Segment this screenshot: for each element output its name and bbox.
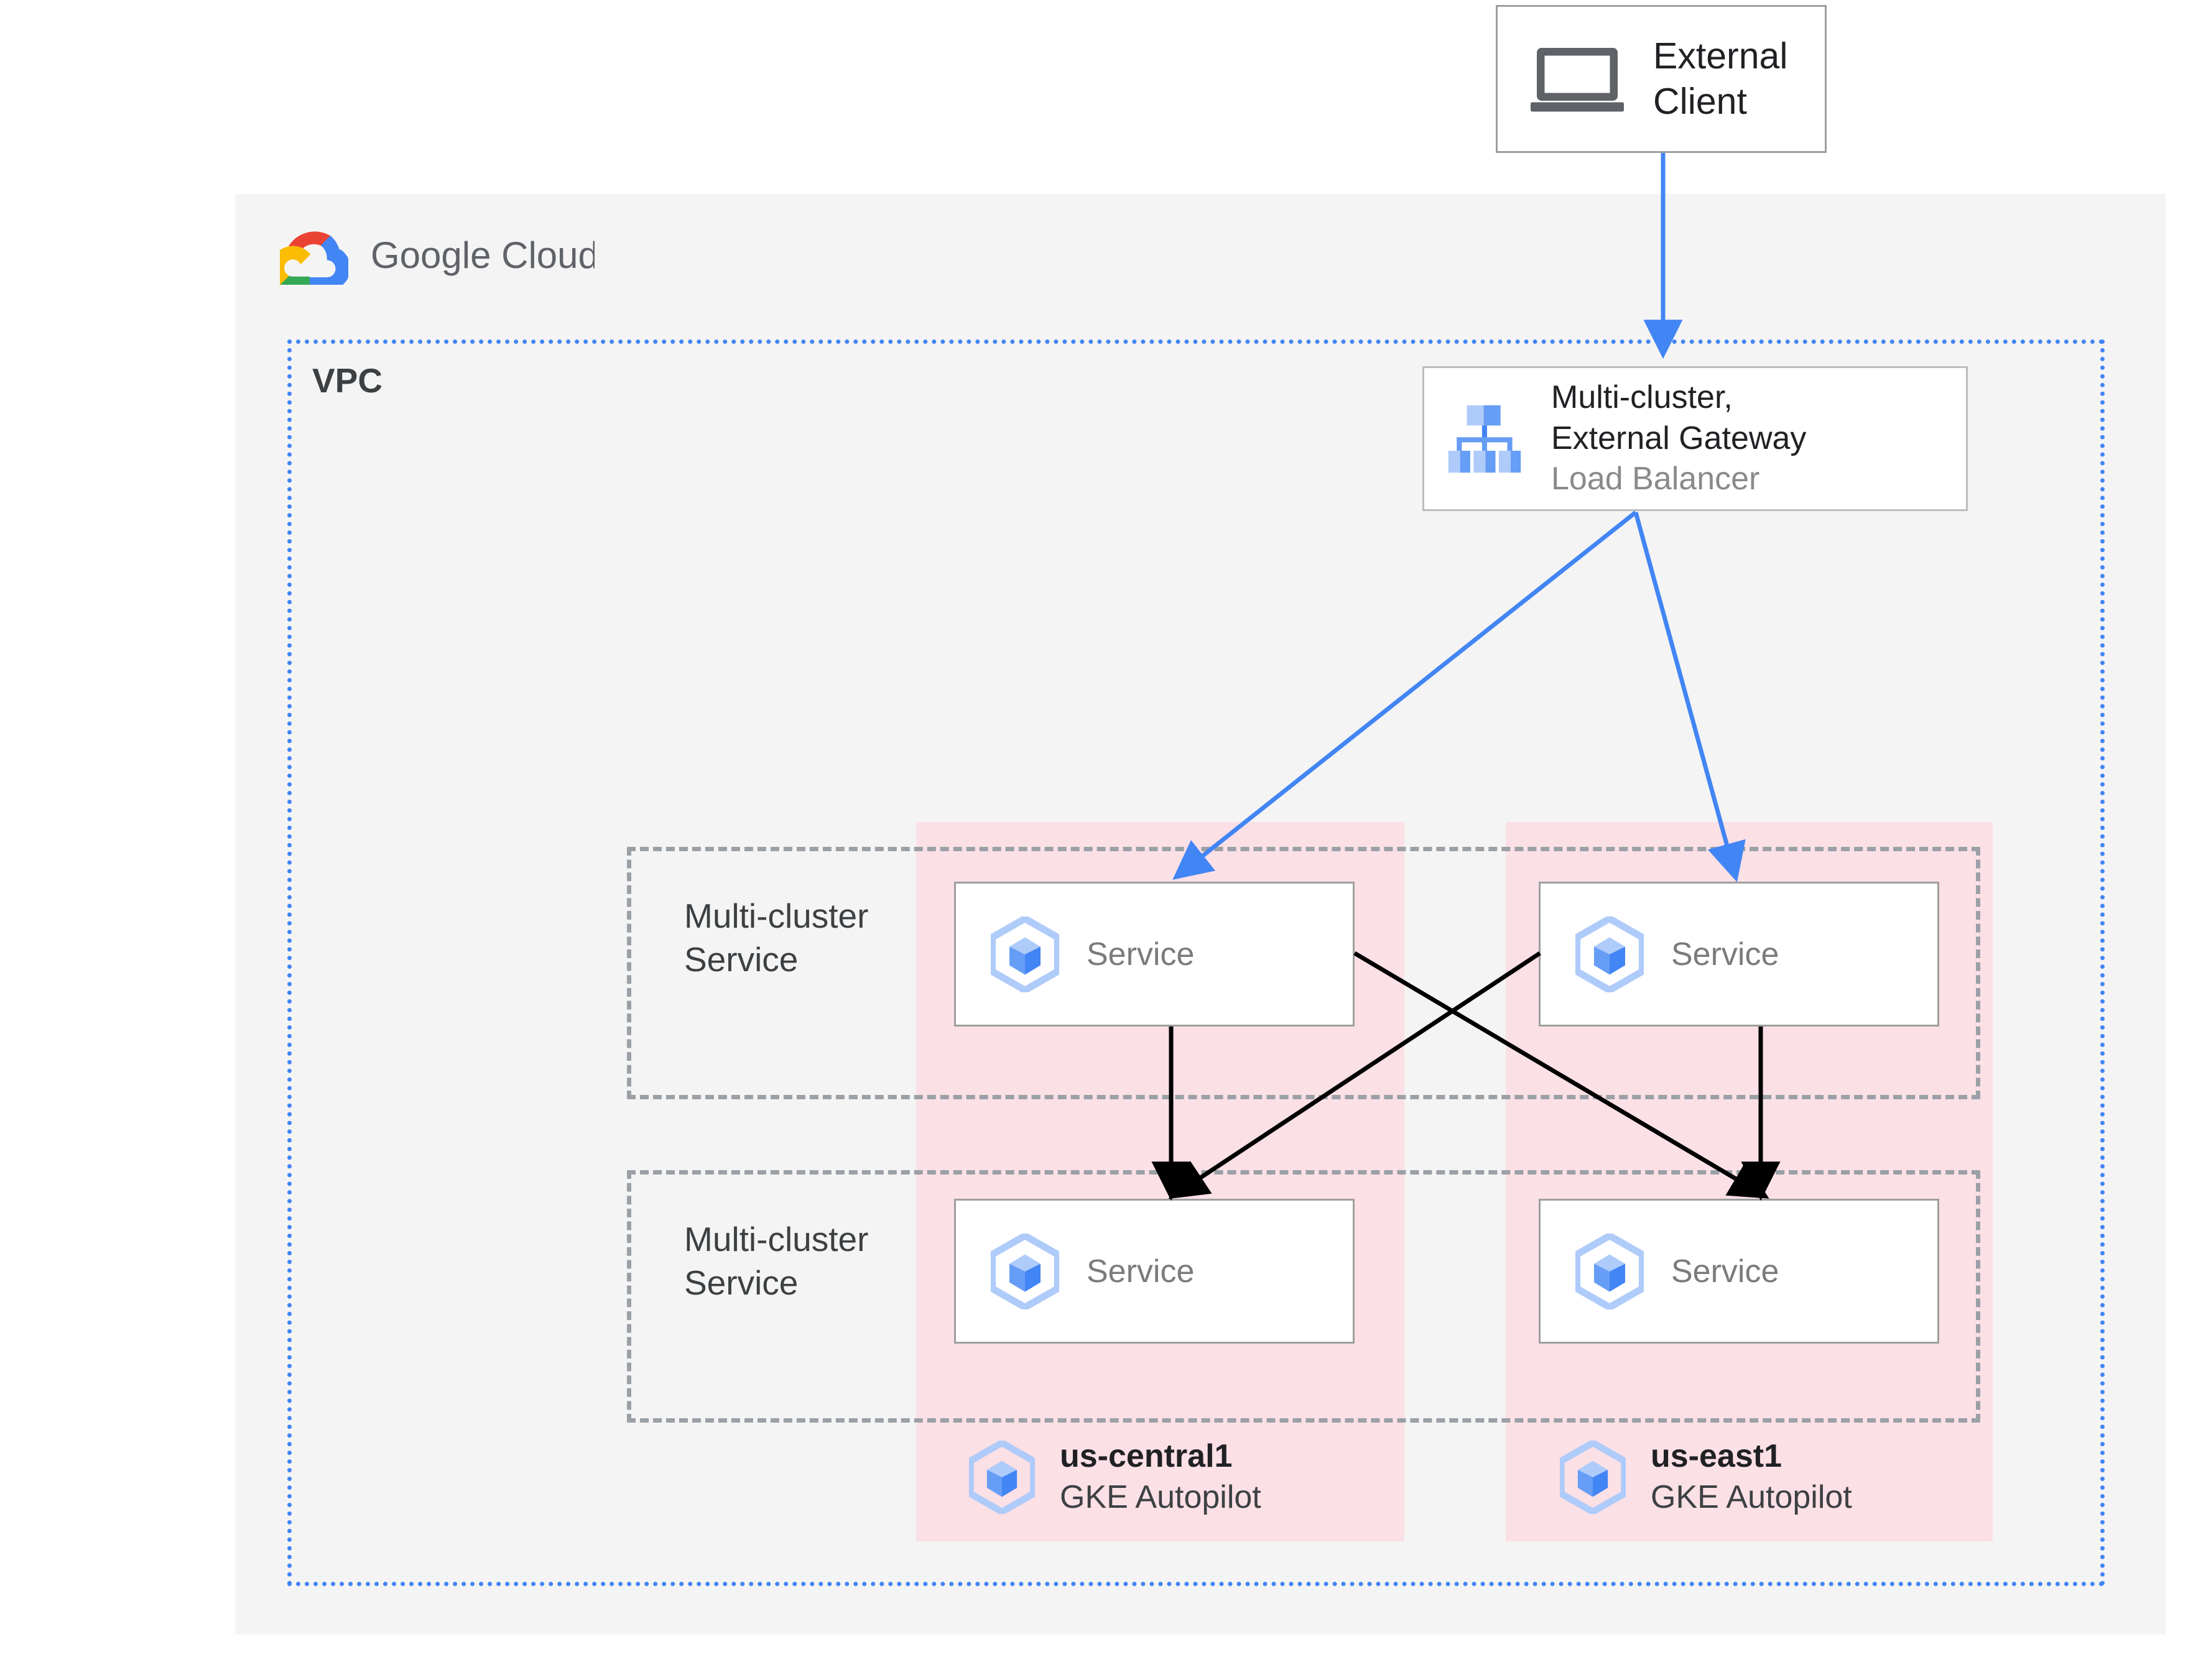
- load-balancer-title: Multi-cluster, External Gateway: [1551, 379, 1807, 456]
- multi-cluster-service-label-2: Multi-cluster Service: [684, 1220, 869, 1303]
- gke-service-icon: [991, 1233, 1059, 1309]
- service-box-east-top: Service: [1539, 882, 1939, 1027]
- cluster-product-label: GKE Autopilot: [1651, 1479, 1852, 1515]
- cluster-region-label: us-east1: [1651, 1438, 1782, 1474]
- gke-service-icon: [1575, 1233, 1644, 1309]
- service-label: Service: [1087, 1253, 1195, 1290]
- gke-service-icon: [1575, 916, 1644, 992]
- service-label: Service: [1671, 936, 1779, 972]
- laptop-icon: [1531, 48, 1624, 112]
- google-cloud-logo-icon: [280, 231, 348, 285]
- google-cloud-branding: Google Cloud: [280, 229, 595, 285]
- gke-cluster-icon: [1560, 1440, 1626, 1514]
- load-balancer-icon: [1448, 405, 1521, 473]
- load-balancer-box: Multi-cluster, External Gateway Load Bal…: [1422, 366, 1968, 511]
- vpc-container: [287, 339, 2105, 1586]
- cluster-footer-us-central1: us-central1 GKE Autopilot: [969, 1436, 1261, 1518]
- google-cloud-wordmark: Google Cloud: [371, 234, 595, 276]
- gke-cluster-icon: [969, 1440, 1035, 1514]
- load-balancer-subtitle: Load Balancer: [1551, 461, 1760, 497]
- service-box-central-bottom: Service: [954, 1199, 1355, 1344]
- cluster-product-label: GKE Autopilot: [1060, 1479, 1261, 1515]
- cluster-footer-us-east1: us-east1 GKE Autopilot: [1560, 1436, 1852, 1518]
- cluster-footer-text: us-central1 GKE Autopilot: [1060, 1436, 1261, 1518]
- gke-service-icon: [991, 916, 1059, 992]
- service-label: Service: [1087, 936, 1195, 972]
- external-client-box: External Client: [1496, 5, 1827, 153]
- google-cloud-name: Google Cloud: [371, 234, 595, 276]
- multi-cluster-service-label-1: Multi-cluster Service: [684, 897, 869, 979]
- service-box-east-bottom: Service: [1539, 1199, 1939, 1344]
- cluster-region-label: us-central1: [1060, 1438, 1233, 1474]
- cluster-footer-text: us-east1 GKE Autopilot: [1651, 1436, 1852, 1518]
- service-box-central-top: Service: [954, 882, 1355, 1027]
- service-label: Service: [1671, 1253, 1779, 1290]
- external-client-label: External Client: [1653, 35, 1788, 122]
- vpc-label: VPC: [312, 361, 383, 400]
- load-balancer-text: Multi-cluster, External Gateway Load Bal…: [1551, 377, 1806, 500]
